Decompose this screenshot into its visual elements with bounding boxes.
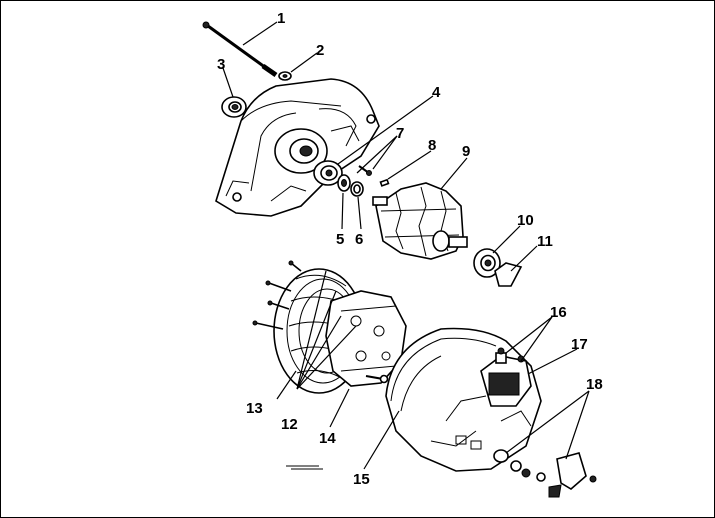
callout-10: 10: [517, 212, 534, 229]
callout-7: 7: [396, 125, 404, 142]
part-4-bearing: [313, 160, 343, 186]
leader-lines: [222, 21, 590, 470]
callout-4: 4: [432, 84, 441, 101]
part-11-cap: [494, 262, 523, 287]
callout-9: 9: [462, 143, 470, 160]
callout-13: 13: [246, 400, 263, 417]
callout-3: 3: [217, 56, 225, 73]
callout-5: 5: [336, 231, 344, 248]
part-10-bearing: [473, 248, 501, 278]
scale-mark: [286, 465, 323, 470]
front-housing: [215, 78, 380, 217]
callout-15: 15: [353, 471, 370, 488]
callout-11: 11: [537, 233, 553, 250]
callout-2: 2: [316, 42, 324, 59]
callout-12: 12: [281, 416, 298, 433]
part-5-spacer: [337, 174, 351, 192]
part-8-key: [379, 178, 390, 187]
part-6-ring: [350, 181, 364, 197]
part-16-terminals: [497, 347, 525, 363]
callout-16: 16: [550, 304, 567, 321]
callout-6: 6: [355, 231, 363, 248]
callout-8: 8: [428, 137, 436, 154]
callout-14: 14: [319, 430, 336, 447]
callout-18: 18: [586, 376, 603, 393]
part-2-washer: [278, 71, 292, 81]
callout-1: 1: [277, 10, 285, 27]
part-1-through-bolt: [202, 21, 278, 78]
callout-labels: 1 2 3 4 5 6 7 8 9 10 11 12 13 14 15 16 1…: [217, 10, 603, 488]
part-17-regulator: [480, 352, 532, 407]
callout-17: 17: [571, 336, 588, 353]
part-3-seal-ring: [221, 96, 247, 118]
part-18-fasteners: [493, 449, 597, 498]
part-7-screw: [358, 165, 372, 176]
part-9-rotor: [372, 182, 468, 260]
